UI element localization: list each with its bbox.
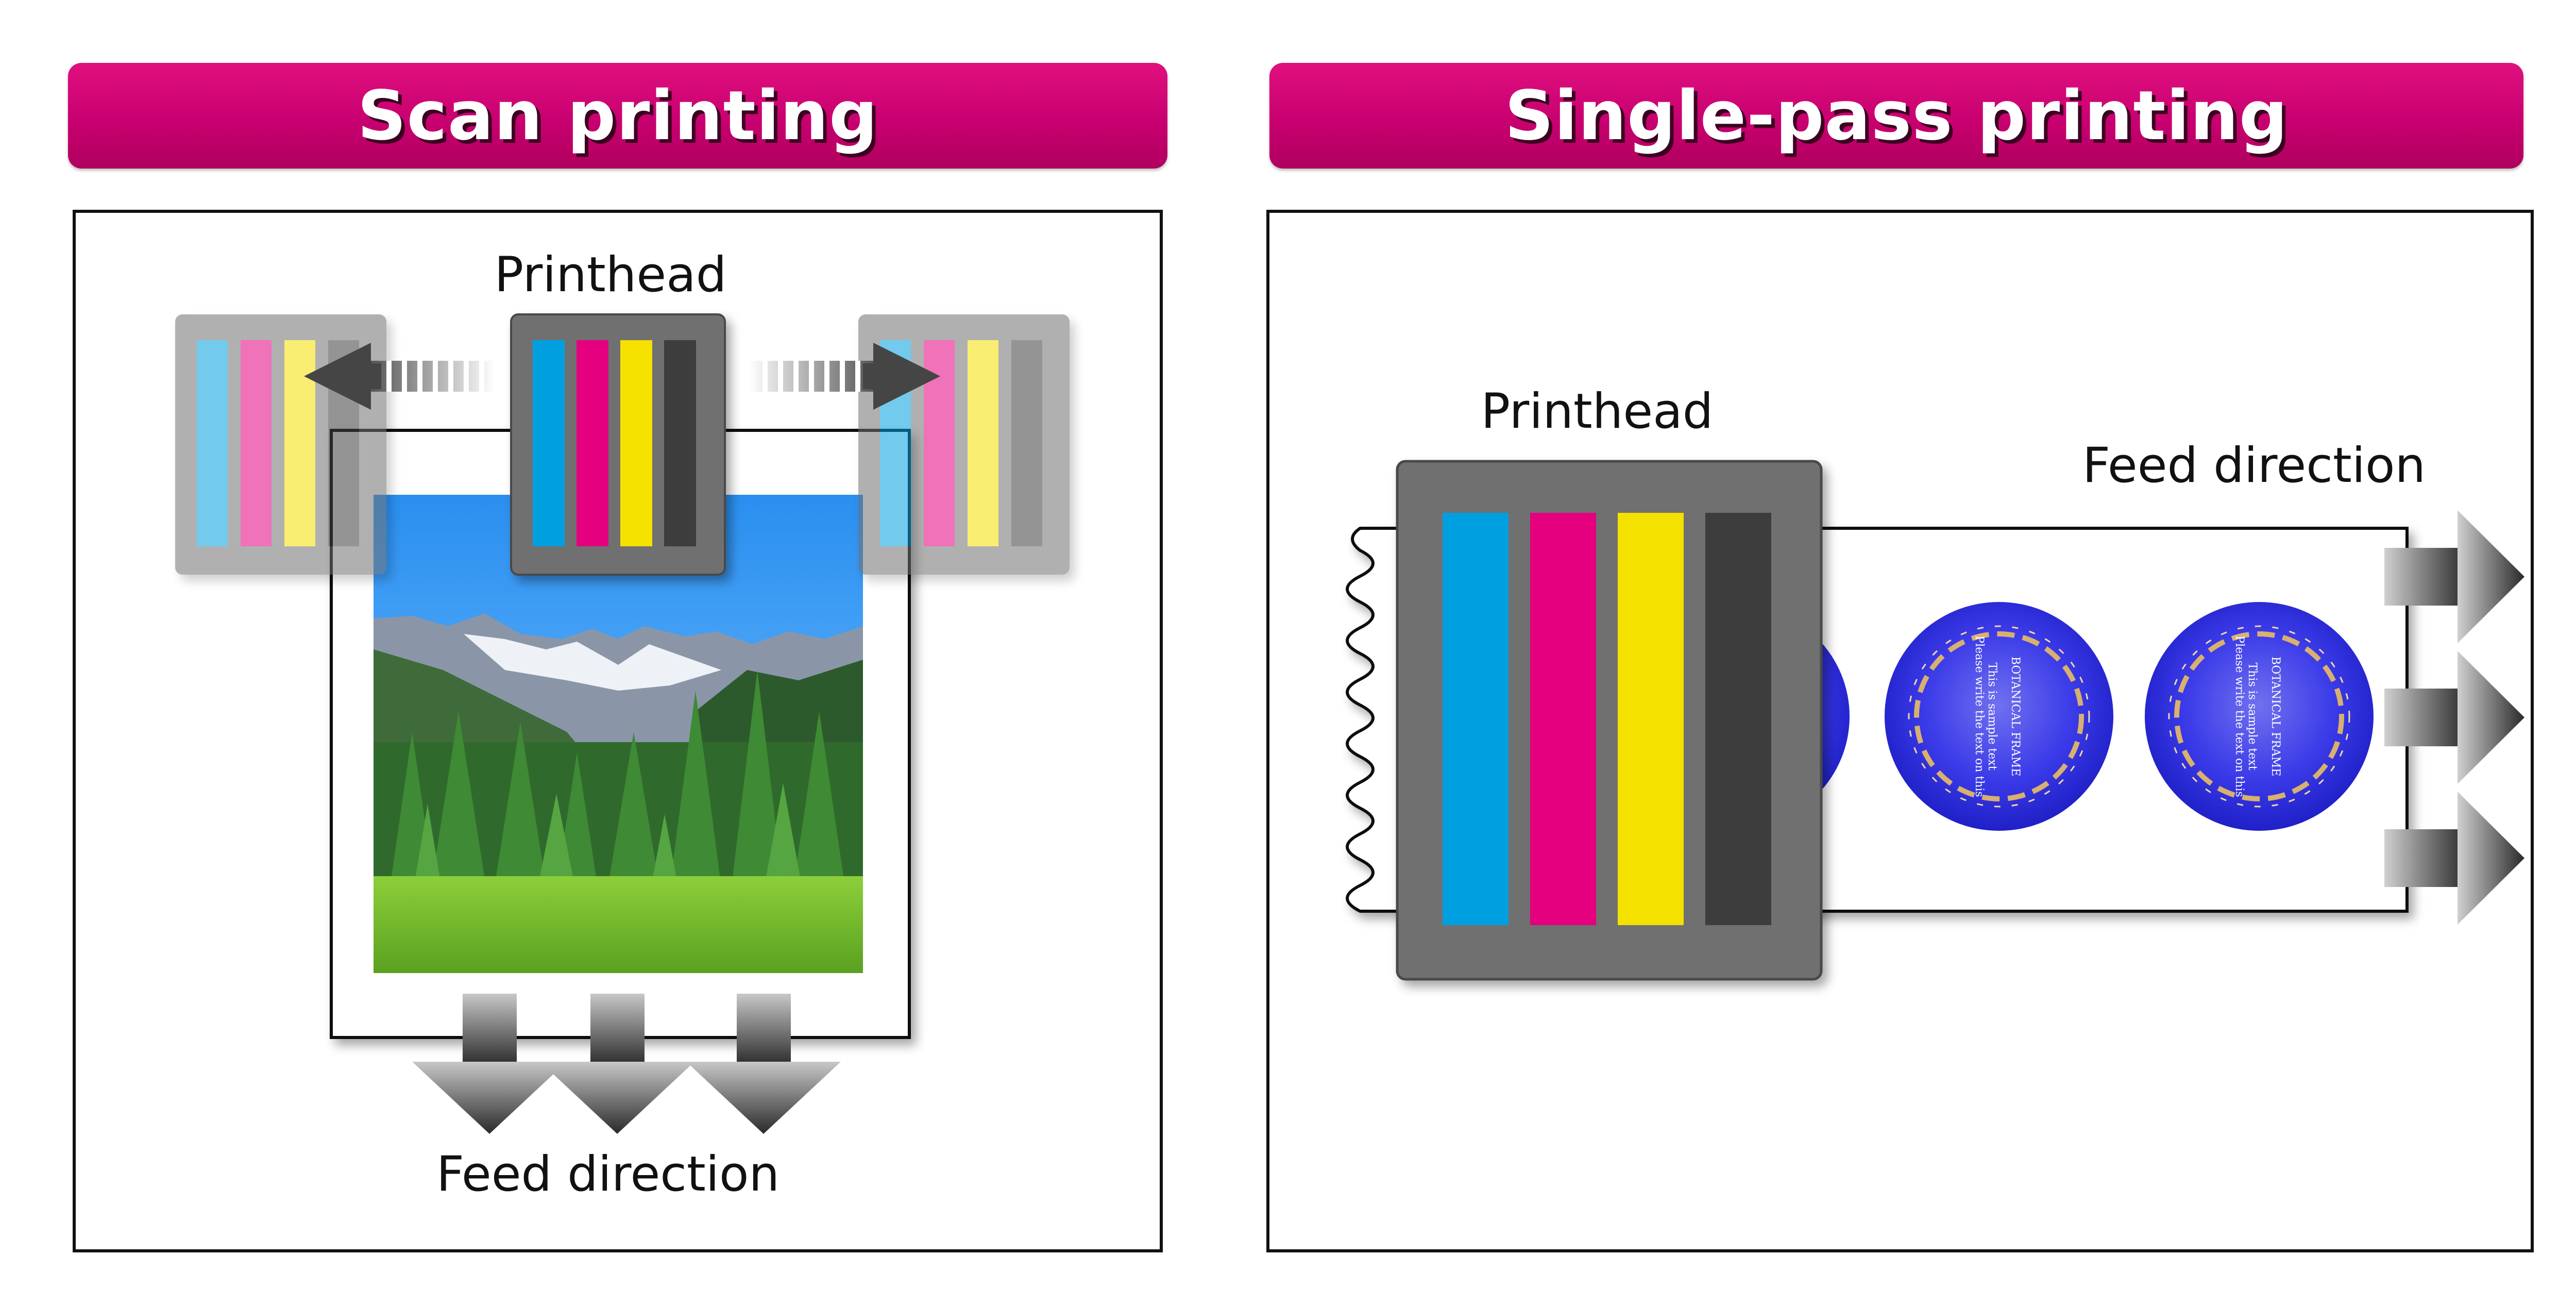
label-3-subtitle: This is sample text: [2246, 663, 2259, 771]
scan-printhead: [510, 313, 726, 576]
scan-printing-title: Scan printing: [357, 76, 878, 156]
single-pass-feed-arrow-2: [2384, 651, 2524, 784]
scan-feed-direction-label: Feed direction: [436, 1146, 779, 1202]
label-3-title: BOTANICAL FRAME: [2269, 657, 2282, 777]
label-3-note: Please write the text on this: [2233, 635, 2246, 797]
scan-printhead-label: Printhead: [495, 247, 727, 303]
printed-label-3: BOTANICAL FRAME This is sample text Plea…: [2145, 602, 2374, 831]
single-pass-printhead: [1396, 460, 1823, 981]
label-2-note: Please write the text on this: [1973, 635, 1986, 797]
single-pass-printing-title: Single-pass printing: [1504, 76, 2289, 156]
single-pass-feed-direction-label: Feed direction: [2082, 438, 2426, 494]
single-pass-printhead-label: Printhead: [1481, 383, 1714, 440]
scan-feed-arrow-2: [540, 994, 694, 1134]
single-pass-printing-banner: Single-pass printing: [1269, 63, 2523, 169]
scan-motion-arrow-right: [750, 343, 940, 410]
scan-printing-banner: Scan printing: [68, 63, 1167, 169]
printed-label-2: BOTANICAL FRAME This is sample text Plea…: [1885, 602, 2113, 831]
single-pass-feed-arrow-3: [2384, 792, 2524, 925]
scan-feed-arrow-3: [686, 994, 841, 1134]
scan-feed-arrow-1: [412, 994, 567, 1134]
single-pass-feed-arrow-1: [2384, 510, 2524, 643]
label-2-title: BOTANICAL FRAME: [2009, 657, 2022, 777]
label-2-subtitle: This is sample text: [1986, 663, 1998, 771]
scan-motion-arrow-left: [304, 343, 495, 410]
